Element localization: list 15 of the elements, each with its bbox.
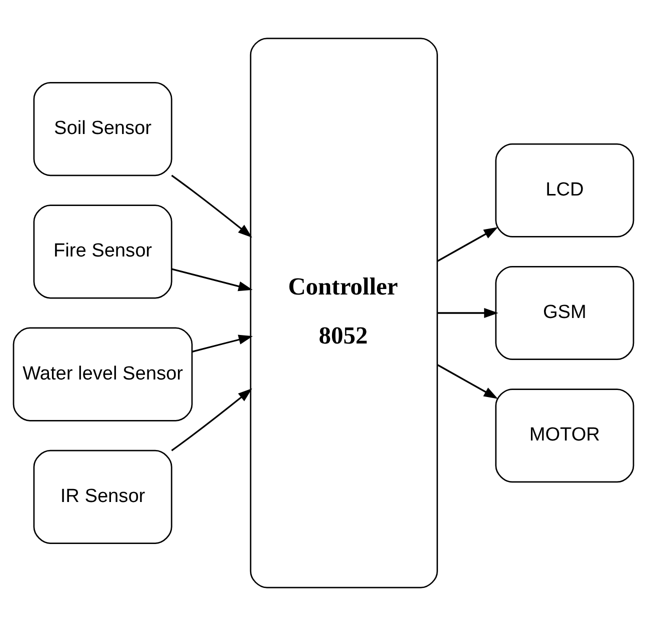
node-box: IR Sensor (33, 449, 172, 544)
arrow (437, 364, 498, 398)
arrow (438, 308, 498, 318)
node-box: Fire Sensor (33, 204, 172, 298)
node-box: Soil Sensor (33, 82, 172, 176)
arrow (437, 226, 498, 262)
node-box: LCD (495, 142, 634, 237)
arrow (171, 174, 252, 238)
node-box: Water level Sensor (12, 326, 193, 421)
arrow (172, 268, 253, 291)
arrow (192, 334, 253, 352)
arrow (171, 388, 252, 451)
node-box: Controller 8052 (250, 37, 438, 588)
node-box: MOTOR (495, 388, 634, 482)
node-box: GSM (495, 266, 634, 360)
